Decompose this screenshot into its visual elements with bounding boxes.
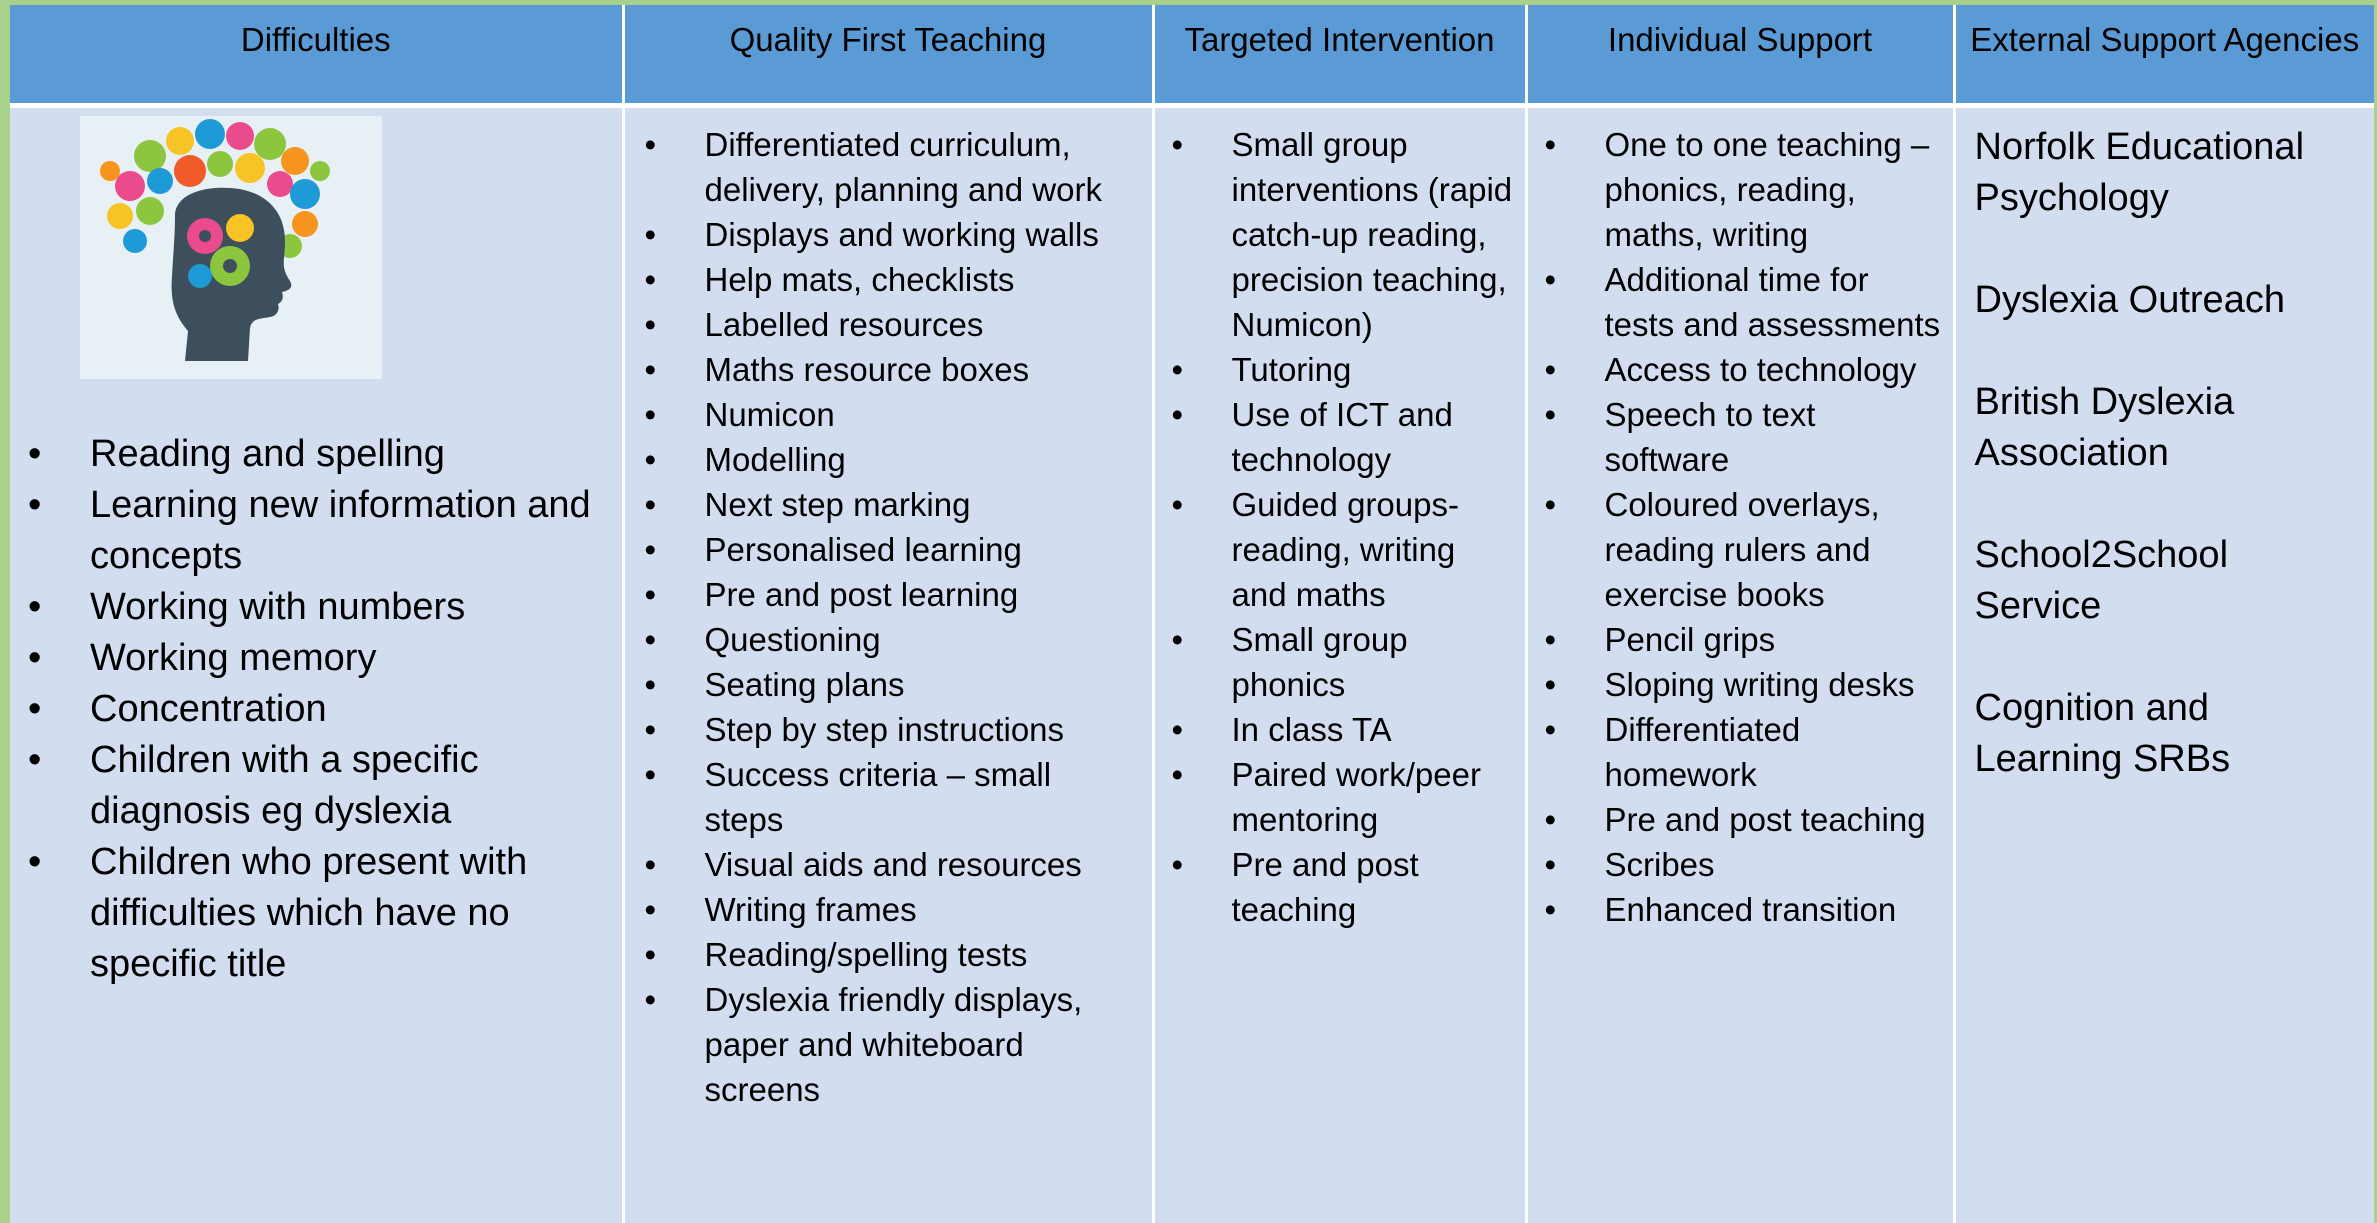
list-item: Dyslexia friendly displays, paper and wh…: [625, 977, 1152, 1112]
list-item: Numicon: [625, 392, 1152, 437]
header-individual-support: Individual Support: [1526, 5, 1956, 108]
list-item: Small group interventions (rapid catch-u…: [1155, 122, 1525, 347]
list-item: In class TA: [1155, 707, 1525, 752]
list-item: Additional time for tests and assessment…: [1528, 257, 1953, 347]
list-item: Differentiated curriculum, delivery, pla…: [625, 122, 1152, 212]
brain-head-icon: [80, 115, 382, 379]
list-item: Use of ICT and technology: [1155, 392, 1525, 482]
list-item: Working memory: [10, 633, 622, 684]
list-item: Scribes: [1528, 842, 1953, 887]
header-row: Difficulties Quality First Teaching Targ…: [10, 5, 2374, 108]
list-item: Paired work/peer mentoring: [1155, 752, 1525, 842]
support-table: Difficulties Quality First Teaching Targ…: [10, 5, 2374, 1223]
agency-item: Dyslexia Outreach: [1974, 278, 2285, 321]
difficulties-cell: Reading and spelling Learning new inform…: [10, 105, 625, 1223]
list-item: Learning new information and concepts: [10, 480, 622, 582]
list-item: Working with numbers: [10, 582, 622, 633]
header-quality-first-teaching: Quality First Teaching: [623, 5, 1155, 108]
list-item: Guided groups- reading, writing and math…: [1155, 482, 1525, 617]
list-item: Pre and post teaching: [1155, 842, 1525, 932]
list-item: Questioning: [625, 617, 1152, 662]
list-item: Step by step instructions: [625, 707, 1152, 752]
targeted-intervention-cell: Small group interventions (rapid catch-u…: [1153, 105, 1528, 1223]
header-difficulties: Difficulties: [10, 5, 625, 108]
individual-support-list: One to one teaching – phonics, reading, …: [1528, 122, 1953, 932]
list-item: Reading and spelling: [10, 429, 622, 480]
list-item: Pencil grips: [1528, 617, 1953, 662]
external-support-agencies-cell: Norfolk Educational Psychology Dyslexia …: [1954, 105, 2374, 1223]
agencies-list: Norfolk Educational Psychology Dyslexia …: [1956, 122, 2375, 785]
targeted-intervention-list: Small group interventions (rapid catch-u…: [1155, 122, 1525, 932]
list-item: Modelling: [625, 437, 1152, 482]
list-item: Labelled resources: [625, 302, 1152, 347]
header-external-support-agencies: External Support Agencies: [1954, 5, 2374, 108]
list-item: Personalised learning: [625, 527, 1152, 572]
list-item: Visual aids and resources: [625, 842, 1152, 887]
content-row: Reading and spelling Learning new inform…: [10, 105, 2374, 1223]
difficulties-list: Reading and spelling Learning new inform…: [10, 429, 622, 990]
list-item: Maths resource boxes: [625, 347, 1152, 392]
list-item: Speech to text software: [1528, 392, 1953, 482]
list-item: Children with a specific diagnosis eg dy…: [10, 735, 622, 837]
list-item: Reading/spelling tests: [625, 932, 1152, 977]
slide: Difficulties Quality First Teaching Targ…: [10, 5, 2374, 1223]
agency-item: Norfolk Educational Psychology: [1974, 125, 2305, 219]
agency-item: Cognition and Learning SRBs: [1974, 686, 2231, 780]
list-item: Pre and post teaching: [1528, 797, 1953, 842]
agency-item: British Dyslexia Association: [1974, 380, 2235, 474]
list-item: Enhanced transition: [1528, 887, 1953, 932]
list-item: Help mats, checklists: [625, 257, 1152, 302]
list-item: Tutoring: [1155, 347, 1525, 392]
list-item: Displays and working walls: [625, 212, 1152, 257]
list-item: Writing frames: [625, 887, 1152, 932]
list-item: One to one teaching – phonics, reading, …: [1528, 122, 1953, 257]
list-item: Small group phonics: [1155, 617, 1525, 707]
quality-first-teaching-cell: Differentiated curriculum, delivery, pla…: [623, 105, 1155, 1223]
list-item: Seating plans: [625, 662, 1152, 707]
list-item: Differentiated homework: [1528, 707, 1953, 797]
list-item: Pre and post learning: [625, 572, 1152, 617]
list-item: Coloured overlays, reading rulers and ex…: [1528, 482, 1953, 617]
list-item: Children who present with difficulties w…: [10, 837, 622, 990]
quality-first-teaching-list: Differentiated curriculum, delivery, pla…: [625, 122, 1152, 1112]
list-item: Concentration: [10, 684, 622, 735]
list-item: Success criteria – small steps: [625, 752, 1152, 842]
header-targeted-intervention: Targeted Intervention: [1153, 5, 1528, 108]
list-item: Sloping writing desks: [1528, 662, 1953, 707]
agency-item: School2School Service: [1974, 533, 2229, 627]
list-item: Access to technology: [1528, 347, 1953, 392]
individual-support-cell: One to one teaching – phonics, reading, …: [1526, 105, 1956, 1223]
list-item: Next step marking: [625, 482, 1152, 527]
